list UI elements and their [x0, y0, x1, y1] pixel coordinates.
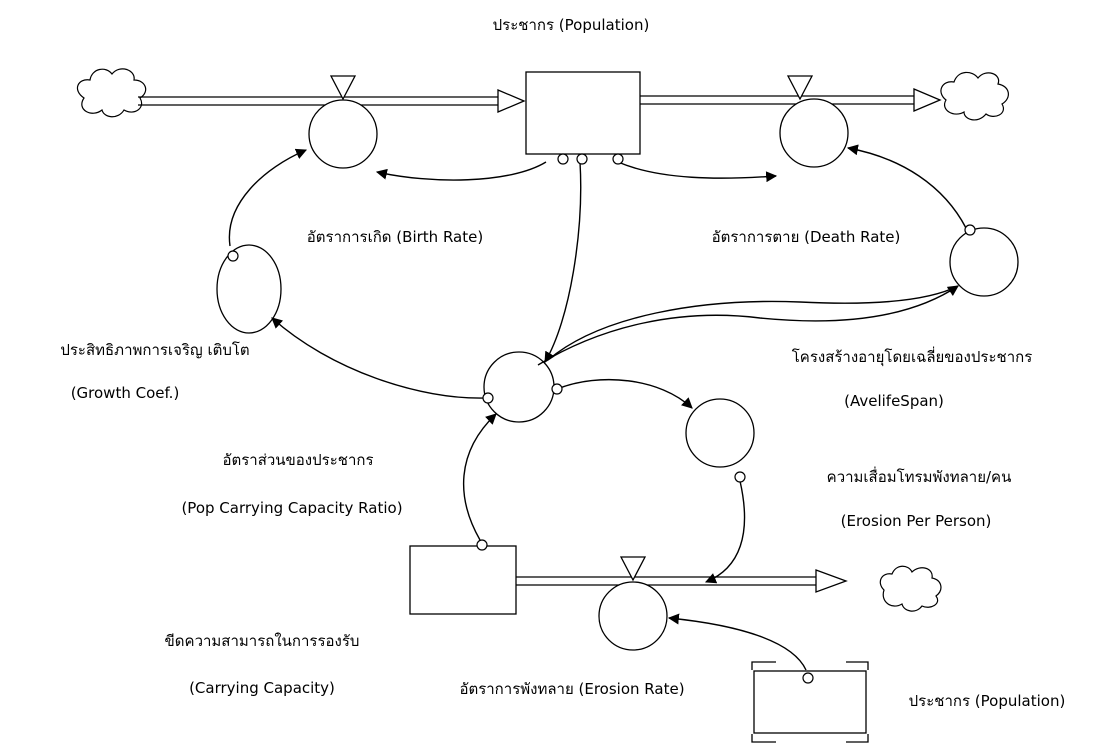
port-erosion-per-person: [734, 471, 746, 483]
link-population-to-death: [617, 161, 778, 183]
port-population-1: [557, 153, 569, 165]
port-avelifespan: [964, 224, 976, 236]
population-stock[interactable]: [525, 71, 641, 155]
label-birth-rate: อัตราการเกิด (Birth Rate): [307, 228, 483, 246]
link-avelifespan-to-death: [846, 144, 967, 229]
avelifespan-node[interactable]: [949, 227, 1019, 297]
link-population-to-birth: [375, 161, 547, 181]
sink-cloud-top-right: [940, 71, 1009, 121]
label-growth-coef-en: (Growth Coef.): [71, 384, 180, 402]
port-population-3: [612, 153, 624, 165]
port-ratio-right: [551, 383, 563, 395]
port-carrying-capacity: [476, 539, 488, 551]
erosion-rate-node[interactable]: [598, 581, 668, 651]
carrying-capacity-stock[interactable]: [409, 545, 517, 615]
label-pop-ratio-en: (Pop Carrying Capacity Ratio): [181, 499, 402, 517]
label-population-title: ประชากร (Population): [493, 16, 650, 34]
erosion-valve-icon: [619, 556, 647, 582]
erosion-flow-pipe: [516, 569, 848, 593]
port-growth-coef: [227, 250, 239, 262]
label-carrying-capacity-en: (Carrying Capacity): [189, 679, 335, 697]
link-population-to-ratio: [544, 161, 582, 363]
source-cloud-left: [76, 68, 147, 118]
death-flow-pipe: [640, 88, 942, 112]
link-ghost-population-to-erosion-rate: [667, 613, 807, 671]
link-ratio-to-erosion-per-person: [556, 378, 693, 409]
link-erosion-per-person-to-rate: [704, 480, 746, 584]
label-erosion-per-person-en: (Erosion Per Person): [841, 512, 992, 530]
death-rate-node[interactable]: [779, 98, 849, 168]
birth-flow-pipe: [138, 89, 526, 113]
label-erosion-per-person-th: ความเสื่อมโทรมพังทลาย/คน: [827, 466, 1012, 486]
link-ratio-to-growth: [271, 317, 487, 399]
label-carrying-capacity-th: ขีดความสามารถในการรองรับ: [165, 632, 360, 650]
label-avelifespan-en: (AvelifeSpan): [844, 392, 944, 410]
label-population-ghost: ประชากร (Population): [909, 692, 1066, 710]
sink-cloud-bottom-right: [879, 565, 942, 612]
birth-valve-icon: [329, 75, 357, 101]
link-capacity-to-ratio: [462, 413, 497, 541]
growth-coef-node[interactable]: [216, 244, 282, 334]
death-valve-icon: [786, 75, 814, 101]
label-growth-coef-th: ประสิทธิภาพการเจริญ เติบโต: [60, 341, 249, 359]
port-ratio-left: [482, 392, 494, 404]
port-population-2: [576, 153, 588, 165]
erosion-per-person-node[interactable]: [685, 398, 755, 468]
link-growth-to-birth: [228, 148, 308, 247]
label-death-rate: อัตราการตาย (Death Rate): [712, 228, 901, 246]
birth-rate-node[interactable]: [308, 99, 378, 169]
label-erosion-rate: อัตราการพังทลาย (Erosion Rate): [459, 680, 684, 698]
link-ratio-to-avelifespan: [537, 285, 959, 366]
link-population-ratio-feedback: [547, 285, 959, 361]
port-ghost-population: [802, 672, 814, 684]
label-avelifespan-th: โครงสร้างอายุโดยเฉลี่ยของประชากร: [792, 346, 1033, 367]
label-pop-ratio-th: อัตราส่วนของประชากร: [222, 451, 373, 469]
